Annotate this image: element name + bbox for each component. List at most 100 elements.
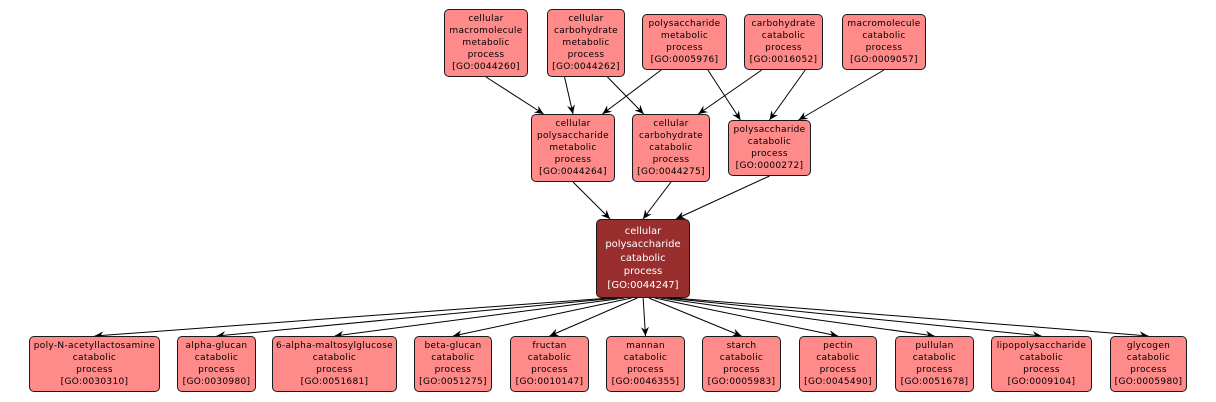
node-label-line: catabolic [912, 353, 957, 363]
edge-n0005976-to-n0044264 [602, 69, 662, 115]
node-label-line: starch [726, 341, 757, 351]
edge-n0044247-to-n0051275 [452, 297, 632, 337]
node-label-line: beta-glucan [424, 341, 482, 351]
arrowhead-icon [640, 326, 649, 336]
node-cellular-carbohydrate-catabolic-process[interactable]: cellular carbohydrate catabolic process [GO:… [632, 114, 710, 182]
arrowhead-icon [769, 110, 778, 120]
node-label-line: catabolic [747, 137, 792, 147]
node-go-id: [GO:0030980] [182, 377, 251, 387]
node-go-id: [GO:0030310] [60, 377, 129, 387]
node-label-line: carbohydrate [553, 26, 618, 36]
node-label-line: process [652, 155, 690, 165]
node-label-line: polysaccharide [605, 239, 681, 251]
node-go-id: [GO:0010147] [515, 377, 584, 387]
node-go-id: [GO:0005980] [1114, 377, 1183, 387]
node-label-line: cellular [568, 14, 604, 24]
node-label-line: catabolic [72, 353, 117, 363]
node-label-line: metabolic [562, 38, 610, 48]
node-label-line: process [531, 365, 568, 375]
node-label-line: macromolecule [449, 26, 523, 36]
node-go-id: [GO:0005976] [650, 55, 719, 65]
node-label-line: catabolic [862, 31, 906, 41]
edge-n0016052-to-n0044275 [698, 69, 763, 115]
node-go-id: [GO:0044275] [637, 167, 705, 177]
node-go-id: [GO:0044247] [607, 279, 679, 291]
node-label-line: 6-alpha-maltosylglucose [275, 341, 393, 351]
arrowhead-icon [600, 209, 611, 219]
edge-n0016052-to-n0000272 [769, 69, 806, 121]
node-label-line: carbohydrate [638, 131, 703, 141]
node-label-line: catabolic [1019, 353, 1064, 363]
node-label-line: process [623, 266, 663, 278]
arrowhead-icon [634, 104, 644, 114]
arrowhead-icon [533, 105, 544, 114]
node-go-id: [GO:0044260] [452, 62, 520, 72]
node-label-line: process [751, 149, 788, 159]
node-label-line: process [1023, 365, 1060, 375]
node-label-line: catabolic [649, 143, 693, 153]
node-label-line: process [723, 365, 760, 375]
edge-n0044247-to-n0005983 [648, 297, 742, 337]
arrowhead-icon [567, 104, 575, 114]
node-label-line: macromolecule [847, 19, 921, 29]
node-label-line: cellular [653, 119, 689, 129]
node-label-line: process [765, 43, 802, 53]
arrowhead-icon [732, 110, 741, 120]
node-label-line: metabolic [660, 31, 709, 41]
node-label-line: process [198, 365, 235, 375]
edge-n0000272-to-n0044247 [675, 175, 770, 220]
node-label-line: process [434, 365, 472, 375]
node-go-id: [GO:0005983] [707, 377, 776, 387]
node-label-line: catabolic [761, 31, 806, 41]
node-label-line: metabolic [549, 143, 597, 153]
node-go-id: [GO:0044262] [552, 62, 620, 72]
node-go-id: [GO:0009057] [850, 55, 918, 65]
node-label-line: process [627, 365, 664, 375]
node-label-line: fructan [532, 341, 567, 351]
arrowhead-icon [675, 211, 686, 219]
edge-n0044247-to-n0010147 [549, 297, 638, 337]
node-label-line: polysaccharide [536, 131, 610, 141]
node-label-line: cellular [468, 14, 504, 24]
node-go-id: [GO:0045490] [804, 377, 872, 387]
node-label-line: catabolic [194, 353, 239, 363]
node-label-line: metabolic [462, 38, 510, 48]
node-label-line: catabolic [620, 252, 666, 264]
node-go-id: [GO:0016052] [749, 55, 818, 65]
node-label-line: alpha-glucan [185, 341, 248, 351]
node-label-line: process [819, 365, 857, 375]
node-label-line: cellular [555, 119, 591, 129]
node-alpha-glucan-catabolic-process[interactable]: alpha-glucan catabolic process [GO:0030980] [177, 336, 256, 392]
node-label-line: pectin [823, 341, 853, 351]
node-label-line: process [1130, 365, 1167, 375]
node-label-line: process [554, 155, 592, 165]
arrowhead-icon [798, 112, 809, 120]
node-label-line: process [76, 365, 113, 375]
arrowhead-icon [602, 105, 613, 114]
node-label-line: catabolic [623, 353, 668, 363]
node-cellular-polysaccharide-metabolic-process[interactable]: cellular polysaccharide metabolic process [G… [531, 114, 615, 182]
edge-n0044247-to-n0030980 [216, 297, 618, 337]
node-go-id: [GO:0044264] [539, 167, 607, 177]
edge-n0044247-to-n0030310 [94, 297, 611, 337]
arrowhead-icon [698, 105, 708, 114]
edge-n0005976-to-n0000272 [707, 69, 741, 121]
